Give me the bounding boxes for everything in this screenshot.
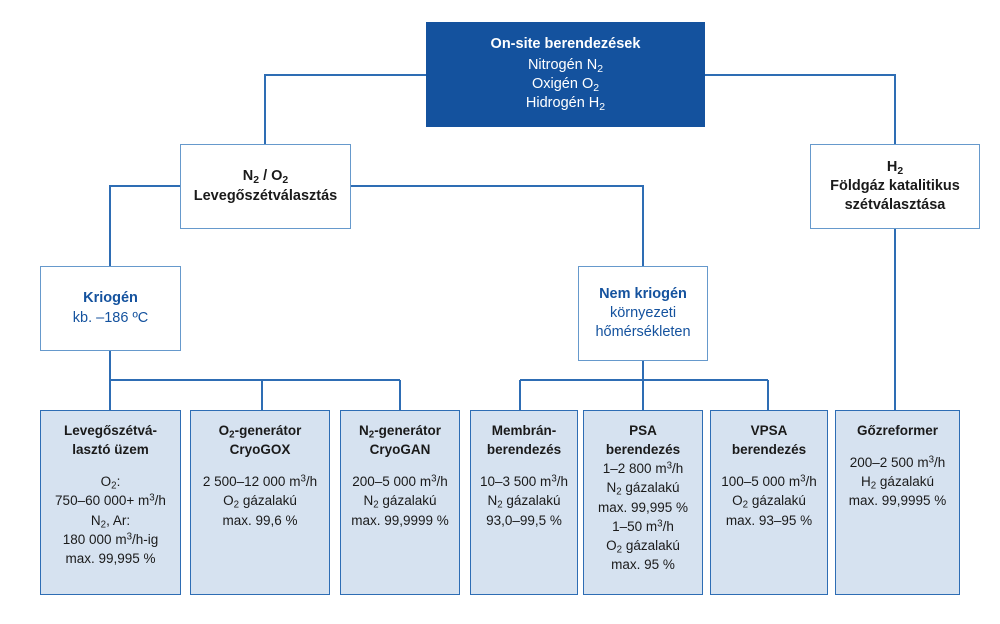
root-line-hydrogen: Hidrogén H2 bbox=[525, 95, 606, 114]
leaf-spec-line: max. 99,9999 % bbox=[351, 512, 449, 528]
leaf-spec-line: 750–60 000+ m3/h bbox=[55, 493, 166, 509]
leaf-node-vpsa-unit[interactable]: VPSA berendezés 100–5 000 m3/h O2 gázala… bbox=[710, 410, 828, 595]
leaf-spec-line: O2 gázalakú bbox=[223, 493, 297, 512]
leaf-header-line: CryoGAN bbox=[369, 442, 431, 458]
edge-air-to-non-cryogenic bbox=[351, 185, 644, 266]
leaf-node-n2-generator-cryogan[interactable]: N2-generátor CryoGAN 200–5 000 m3/h N2 g… bbox=[340, 410, 460, 595]
leaf-node-air-separation-plant[interactable]: Levegőszétvá- lasztó üzem O2: 750–60 000… bbox=[40, 410, 181, 595]
leaf-spec-line: max. 95 % bbox=[611, 557, 675, 573]
leaf-spec-line: max. 99,6 % bbox=[222, 512, 298, 528]
branch-node-air-separation[interactable]: N2 / O2 Levegőszétválasztás bbox=[180, 144, 351, 229]
leaf-spec-line: 10–3 500 m3/h bbox=[480, 473, 568, 490]
leaf-spec-line: 200–2 500 m3/h bbox=[849, 454, 946, 471]
leaf-header-line: CryoGOX bbox=[229, 442, 291, 458]
leaf-spec-line: N2, Ar: bbox=[90, 512, 131, 531]
hydrogen-label-line1: Földgáz katalitikus bbox=[830, 177, 960, 194]
leaf-node-o2-generator-cryogox[interactable]: O2-generátor CryoGOX 2 500–12 000 m3/h O… bbox=[190, 410, 330, 595]
leaf-node-steam-reformer[interactable]: Gőzreformer 200–2 500 m3/h H2 gázalakú m… bbox=[835, 410, 960, 595]
edge-air-to-cryogenic bbox=[109, 185, 180, 266]
leaf-spec-line: 180 000 m3/h-ig bbox=[62, 531, 159, 547]
root-header: On-site berendezések bbox=[490, 36, 641, 53]
leaf-header-line: O2-generátor bbox=[218, 423, 302, 441]
leaf-spec-line: 2 500–12 000 m3/h bbox=[202, 473, 318, 490]
leaf-spec-line: H2 gázalakú bbox=[861, 474, 934, 493]
leaf-node-psa-unit[interactable]: PSA berendezés 1–2 800 m3/h N2 gázalakú … bbox=[583, 410, 703, 595]
cryogenic-header: Kriogén bbox=[83, 290, 138, 307]
air-separation-label: Levegőszétválasztás bbox=[193, 187, 338, 204]
leaf-spec-line: max. 93–95 % bbox=[725, 512, 813, 528]
edge-root-to-hydrogen bbox=[705, 74, 896, 144]
cryogenic-temperature: kb. –186 ºC bbox=[72, 309, 149, 326]
leaf-node-membrane-unit[interactable]: Membrán- berendezés 10–3 500 m3/h N2 gáz… bbox=[470, 410, 578, 595]
root-node-onsite-equipment[interactable]: On-site berendezések Nitrogén N2 Oxigén … bbox=[426, 22, 705, 127]
leaf-header-line: berendezés bbox=[605, 442, 681, 458]
root-line-oxygen: Oxigén O2 bbox=[531, 76, 600, 94]
leaf-header-line: Levegőszétvá- bbox=[63, 423, 158, 438]
root-line-nitrogen: Nitrogén N2 bbox=[527, 56, 604, 75]
leaf-header-line: N2-generátor bbox=[359, 423, 441, 441]
leaf-spec-line: N2 gázalakú bbox=[606, 480, 680, 499]
leaf-header-line: Membrán- bbox=[491, 423, 557, 438]
leaf-spec-line: 200–5 000 m3/h bbox=[352, 473, 448, 490]
leaf-spec-line: 93,0–99,5 % bbox=[486, 512, 562, 528]
leaf-spec-line: max. 99,995 % bbox=[597, 499, 689, 515]
branch-node-hydrogen[interactable]: H2 Földgáz katalitikus szétválasztása bbox=[810, 144, 980, 229]
leaf-spec-line: O2: bbox=[100, 474, 121, 493]
leaf-header-line: berendezés bbox=[486, 442, 562, 458]
leaf-spec-line: O2 gázalakú bbox=[606, 537, 680, 556]
subbranch-node-non-cryogenic[interactable]: Nem kriogén környezeti hőmérsékleten bbox=[578, 266, 708, 361]
hydrogen-label-line2: szétválasztása bbox=[844, 197, 946, 214]
leaf-spec-line: 1–2 800 m3/h bbox=[602, 460, 684, 477]
non-cryogenic-line2: hőmérsékleten bbox=[595, 324, 691, 341]
leaf-header-line: berendezés bbox=[731, 442, 807, 458]
leaf-header-line: VPSA bbox=[750, 423, 788, 438]
hydrogen-formula: H2 bbox=[886, 158, 904, 177]
non-cryogenic-line1: környezeti bbox=[609, 304, 677, 321]
leaf-header-line: PSA bbox=[629, 423, 657, 438]
non-cryogenic-header: Nem kriogén bbox=[599, 285, 687, 302]
edge-root-to-air-separation bbox=[264, 74, 426, 144]
leaf-spec-line: 1–50 m3/h bbox=[612, 518, 674, 534]
leaf-spec-line: max. 99,995 % bbox=[65, 550, 156, 566]
leaf-spec-line: O2 gázalakú bbox=[732, 493, 806, 512]
leaf-spec-line: 100–5 000 m3/h bbox=[721, 473, 817, 490]
leaf-spec-line: N2 gázalakú bbox=[363, 493, 437, 512]
leaf-spec-line: N2 gázalakú bbox=[487, 493, 561, 512]
subbranch-node-cryogenic[interactable]: Kriogén kb. –186 ºC bbox=[40, 266, 181, 351]
leaf-header-line: lasztó üzem bbox=[72, 442, 149, 458]
leaf-spec-line: max. 99,9995 % bbox=[848, 493, 947, 509]
leaf-header-line: Gőzreformer bbox=[856, 423, 939, 438]
air-separation-formula: N2 / O2 bbox=[242, 168, 289, 187]
